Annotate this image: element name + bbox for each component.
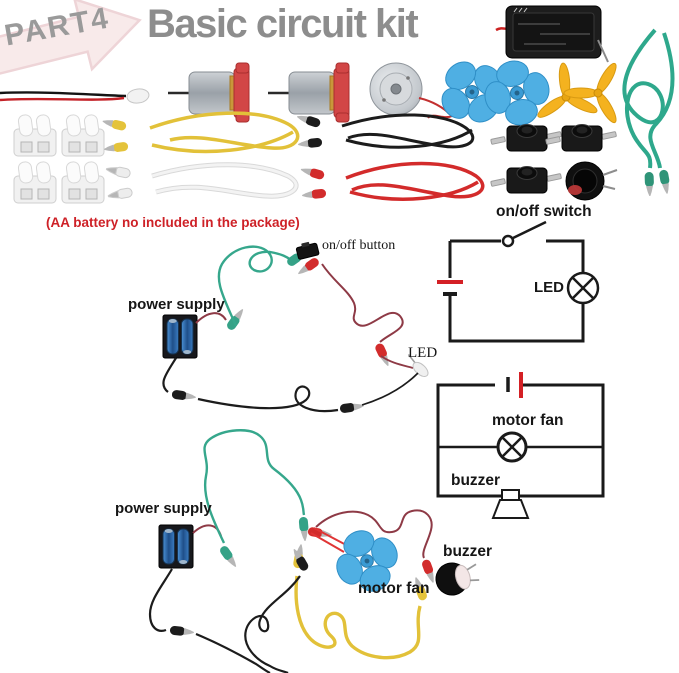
yellow-propeller-icon: [559, 47, 644, 128]
on-off-switch-label: on/off switch: [496, 203, 592, 220]
diagram2-motor-fan-label: motor fan: [492, 412, 564, 429]
switch-symbol: [501, 234, 515, 248]
page-title: Basic circuit kit: [147, 2, 419, 46]
circuit-diagram-motor-buzzer: [436, 372, 605, 519]
yellow-clip-wire-icon: [101, 111, 300, 154]
white-wire-icon: [105, 162, 299, 202]
round-motor-icon: [369, 62, 454, 119]
diagram2-buzzer-label: buzzer: [451, 472, 501, 489]
wiring2-motor-fan-label: motor fan: [358, 580, 430, 597]
battery-holder-icon: [158, 524, 194, 569]
wiring1-graphic: [162, 241, 429, 414]
led-symbol: [566, 271, 600, 305]
push-switch-icon: [490, 166, 562, 194]
part-arrow-shape: [0, 0, 142, 81]
teal-clip-wire-icon: [622, 28, 675, 197]
red-clip-wire-icon: [299, 161, 485, 201]
wiring1-on-off-button-label: on/off button: [322, 238, 396, 253]
wiring1-power-supply-label: power supply: [128, 296, 225, 313]
buzzer-icon: [435, 562, 480, 596]
wiring2-power-supply-label: power supply: [115, 500, 212, 517]
motor-symbol: [496, 431, 528, 463]
battery-note: (AA battery no included in the package): [46, 215, 300, 230]
wiring1-led-label: LED: [408, 345, 438, 361]
wiring2-buzzer-label: buzzer: [443, 543, 493, 560]
battery-holder-icon: [162, 314, 198, 359]
led-wire-icon: [0, 88, 150, 104]
black-clip-wire-icon: [295, 112, 475, 149]
battery-holder-icon: [495, 5, 609, 63]
circuit-diagram-led: [437, 220, 600, 343]
diagram1-led-label: LED: [534, 279, 564, 296]
push-switch-icon: [490, 124, 562, 152]
wire-connector-icon: [13, 113, 105, 204]
wiring2-graphic: [148, 429, 480, 673]
push-switch-icon: [545, 124, 617, 152]
on-off-button-icon: [295, 241, 320, 260]
buzzer-icon: [565, 161, 618, 201]
speaker-symbol: [491, 489, 530, 519]
dc-motor-icon: [266, 61, 351, 124]
